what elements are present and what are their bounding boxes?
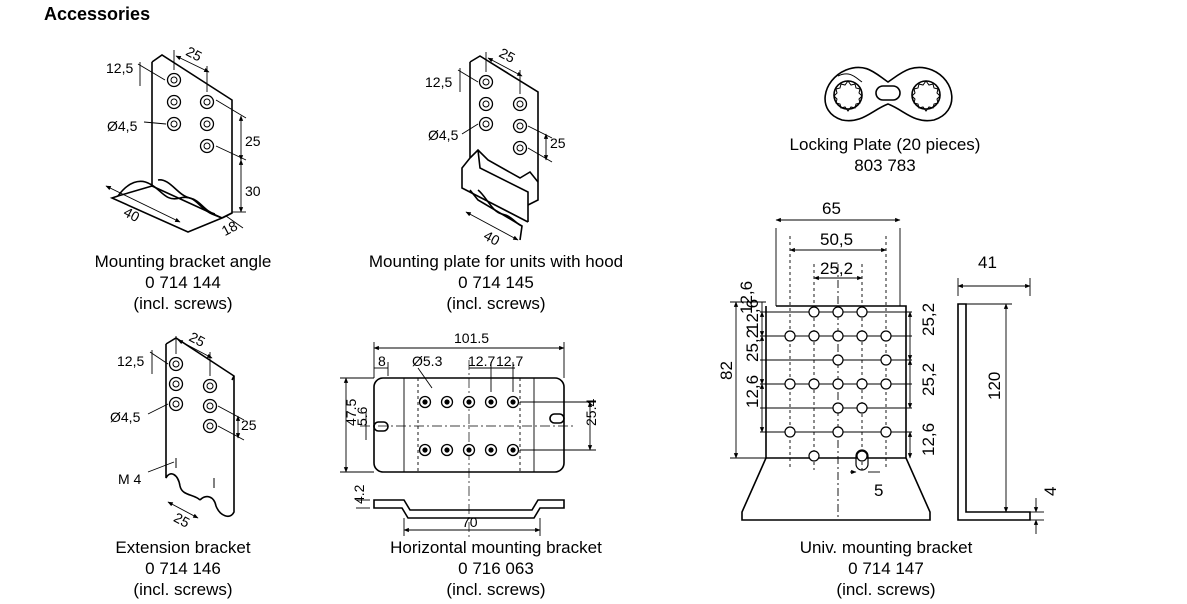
item-note: (incl. screws) xyxy=(133,580,233,599)
dim-step: 4.2 xyxy=(351,484,367,504)
page-title: Accessories xyxy=(44,4,151,24)
dim-slot: 5 xyxy=(874,481,883,500)
item-name: Horizontal mounting bracket xyxy=(390,538,602,557)
caption-mounting-bracket-angle: Mounting bracket angle 0 714 144 (incl. … xyxy=(33,251,333,314)
dim-width: 40 xyxy=(481,227,502,249)
dim-base: 70 xyxy=(462,514,478,530)
dim-thread: M 4 xyxy=(118,471,142,487)
dim-edge: 8 xyxy=(378,353,386,369)
dim-depth: 18 xyxy=(219,217,240,239)
item-part-number: 0 714 145 xyxy=(458,273,534,292)
item-name: Locking Plate (20 pieces) xyxy=(789,135,981,154)
item-name: Mounting plate for units with hood xyxy=(368,252,624,271)
dim-height: 82 xyxy=(717,361,736,380)
univ-mounting-bracket-drawing xyxy=(730,217,1044,534)
caption-univ-mounting-bracket: Univ. mounting bracket 0 714 147 (incl. … xyxy=(736,537,1036,600)
item-part-number: 0 714 146 xyxy=(145,559,221,578)
dim-hole-spacing-top: 25 xyxy=(183,43,204,65)
dim-hole-diameter: Ø5.3 xyxy=(412,353,443,369)
item-note: (incl. screws) xyxy=(446,294,546,313)
dim-slot: 5.6 xyxy=(354,406,370,426)
item-part-number: 0 714 144 xyxy=(145,273,221,292)
dim-hole-spacing-top: 25 xyxy=(187,329,208,351)
item-name: Univ. mounting bracket xyxy=(799,538,973,557)
dim-pitch-a: 12.7 xyxy=(468,353,495,369)
dim-length: 101.5 xyxy=(454,330,489,346)
mounting-plate-hood-drawing xyxy=(457,52,553,241)
dim-height: 47.5 xyxy=(343,399,359,426)
dim-right-b: 25,2 xyxy=(919,363,938,396)
dim-width: 25 xyxy=(171,509,192,531)
dim-hole-offset: 12,5 xyxy=(117,353,144,369)
dim-pitch-b: 12.7 xyxy=(496,353,523,369)
dim-hole-offset: 12,5 xyxy=(106,60,133,76)
locking-plate-drawing xyxy=(824,66,953,122)
extension-bracket-drawing xyxy=(147,336,245,519)
horizontal-mounting-bracket-drawing xyxy=(340,342,596,540)
dim-hole-spacing-right: 25 xyxy=(241,417,257,433)
item-part-number: 803 783 xyxy=(854,156,916,175)
caption-mounting-plate-hood: Mounting plate for units with hood 0 714… xyxy=(346,251,646,314)
dim-left-c: 25,2 xyxy=(743,329,762,362)
dim-width: 40 xyxy=(121,204,142,226)
dim-pitch-outer: 50,5 xyxy=(820,230,853,249)
mounting-bracket-angle-drawing xyxy=(105,50,247,233)
dim-hole-diameter: Ø4,5 xyxy=(107,118,138,134)
item-note: (incl. screws) xyxy=(836,580,936,599)
caption-horizontal-mounting-bracket: Horizontal mounting bracket 0 716 063 (i… xyxy=(346,537,646,600)
dim-hole-diameter: Ø4,5 xyxy=(428,127,459,143)
dim-hole-diameter: Ø4,5 xyxy=(110,409,141,425)
item-note: (incl. screws) xyxy=(446,580,546,599)
dim-side-height: 120 xyxy=(985,372,1004,400)
dim-hole-spacing-top: 25 xyxy=(497,45,518,67)
dim-right-c: 12,6 xyxy=(919,423,938,456)
dim-left-a: 12,6 xyxy=(737,281,756,314)
dim-side-width: 41 xyxy=(978,253,997,272)
dim-pitch-inner: 25,2 xyxy=(820,259,853,278)
caption-locking-plate: Locking Plate (20 pieces) 803 783 xyxy=(735,134,1035,176)
dim-right-a: 25,2 xyxy=(919,303,938,336)
item-part-number: 0 716 063 xyxy=(458,559,534,578)
item-note: (incl. screws) xyxy=(133,294,233,313)
item-name: Extension bracket xyxy=(115,538,251,557)
caption-extension-bracket: Extension bracket 0 714 146 (incl. screw… xyxy=(33,537,333,600)
dim-left-b: 12,6 xyxy=(743,299,762,332)
dim-hole-offset: 12,5 xyxy=(425,74,452,90)
dim-hole-spacing-right: 25 xyxy=(245,133,261,149)
dim-thickness: 4 xyxy=(1041,487,1060,496)
item-part-number: 0 714 147 xyxy=(848,559,924,578)
dim-width: 65 xyxy=(822,199,841,218)
dim-hole-spacing-right: 25 xyxy=(550,135,566,151)
dim-left-d: 12,6 xyxy=(743,375,762,408)
item-name: Mounting bracket angle xyxy=(94,252,272,271)
dim-row-spacing: 25.4 xyxy=(583,399,599,426)
dim-height-low: 30 xyxy=(245,183,261,199)
